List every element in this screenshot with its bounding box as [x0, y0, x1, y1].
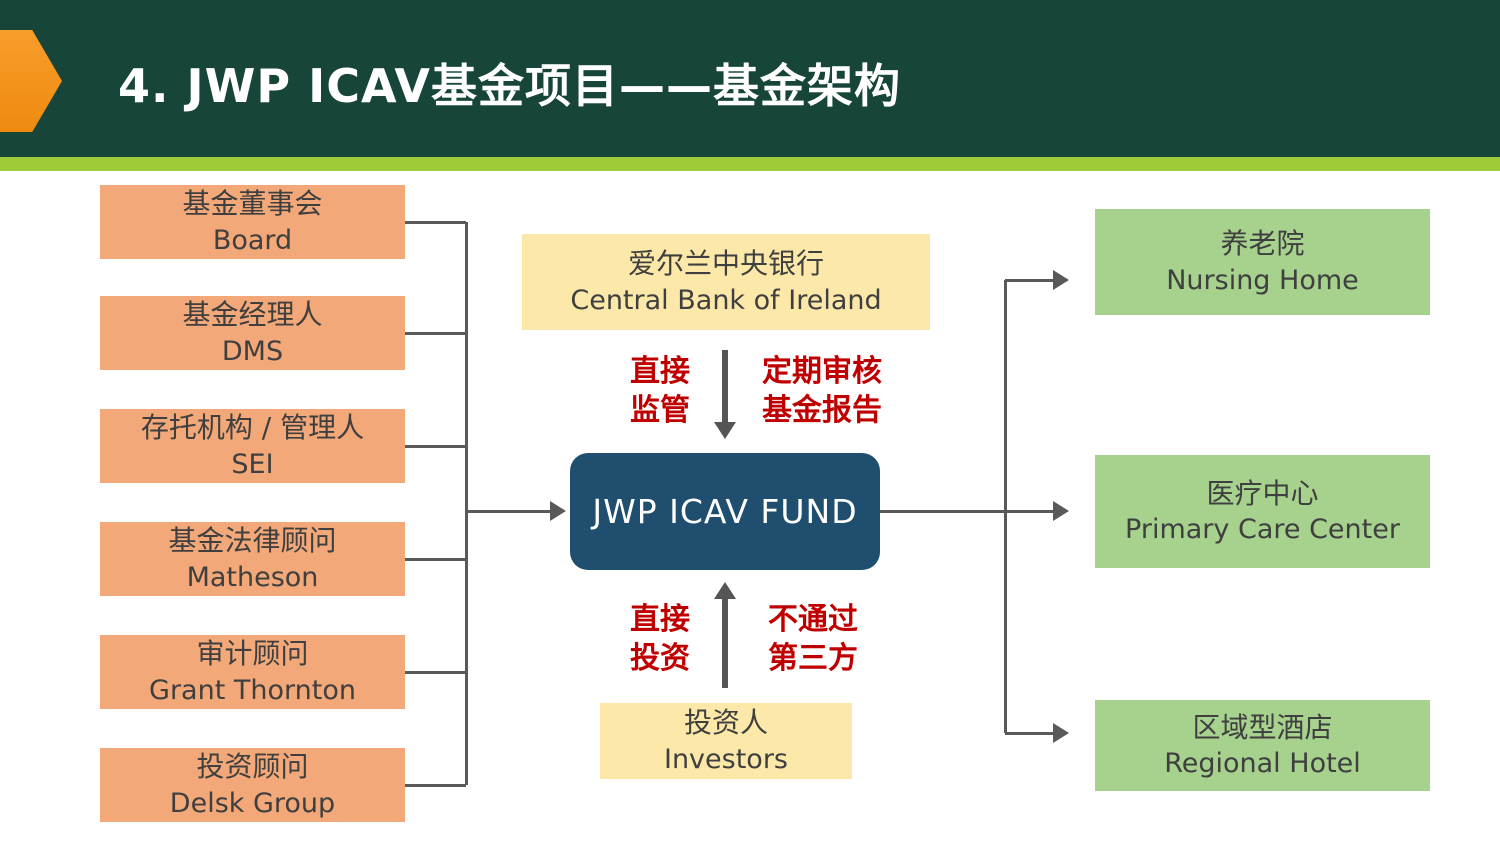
fund-box: JWP ICAV FUND: [570, 453, 880, 570]
regulator-box-cn: 爱尔兰中央银行: [627, 247, 824, 281]
label-direct-supervision: 直接 监管: [560, 352, 690, 430]
label-line: 投资: [630, 641, 690, 676]
connector-line: [1005, 510, 1055, 513]
left-box-board-en: Board: [212, 224, 293, 256]
label-line: 不通过: [768, 602, 858, 637]
arrow-into-fund-icon: [550, 501, 566, 521]
connector-line: [1004, 280, 1007, 733]
left-box-grant-thornton-cn: 审计顾问: [196, 637, 309, 671]
right-box-nursing-home-cn: 养老院: [1220, 227, 1305, 261]
label-line: 定期审核: [762, 354, 882, 389]
connector-line: [405, 558, 466, 561]
connector-line: [1005, 732, 1055, 735]
label-direct-investment: 直接 投资: [560, 600, 690, 678]
right-box-regional-hotel-cn: 区域型酒店: [1192, 710, 1333, 744]
left-box-dms-en: DMS: [221, 335, 284, 367]
left-box-grant-thornton-en: Grant Thornton: [149, 674, 356, 706]
investors-box-cn: 投资人: [683, 706, 768, 740]
right-box-regional-hotel: 区域型酒店 Regional Hotel: [1095, 700, 1430, 791]
regulator-box: 爱尔兰中央银行 Central Bank of Ireland: [522, 234, 930, 330]
arrow-to-regional-hotel-icon: [1053, 723, 1069, 743]
left-box-matheson-en: Matheson: [186, 561, 319, 593]
investors-box: 投资人 Investors: [600, 703, 852, 779]
left-box-matheson: 基金法律顾问 Matheson: [100, 522, 405, 596]
left-box-sei-en: SEI: [231, 448, 274, 480]
arrow-to-nursing-home-icon: [1053, 270, 1069, 290]
right-box-primary-care-center: 医疗中心 Primary Care Center: [1095, 455, 1430, 568]
connector-line: [465, 222, 468, 785]
label-line: 第三方: [768, 641, 858, 676]
left-box-board: 基金董事会 Board: [100, 185, 405, 259]
right-box-nursing-home-en: Nursing Home: [1166, 264, 1359, 296]
connector-line: [405, 221, 466, 224]
slide-header: [0, 0, 1500, 157]
connector-line: [880, 510, 1005, 513]
investment-arrow-up-icon: [714, 582, 736, 599]
arrow-to-primary-care-icon: [1053, 501, 1069, 521]
investors-box-en: Investors: [663, 743, 788, 775]
left-box-dms-cn: 基金经理人: [182, 298, 323, 332]
left-box-sei-cn: 存托机构 / 管理人: [140, 411, 365, 445]
left-box-delsk-group-cn: 投资顾问: [196, 750, 309, 784]
label-line: 直接: [630, 354, 690, 389]
left-box-matheson-cn: 基金法律顾问: [168, 524, 337, 558]
accent-stripe: [0, 157, 1500, 171]
label-line: 基金报告: [762, 393, 882, 428]
left-box-sei: 存托机构 / 管理人 SEI: [100, 409, 405, 483]
left-box-delsk-group-en: Delsk Group: [169, 787, 336, 819]
supervision-arrow-line: [722, 350, 728, 424]
connector-line: [405, 784, 466, 787]
right-box-primary-care-center-en: Primary Care Center: [1125, 514, 1400, 546]
connector-line: [405, 445, 466, 448]
right-box-primary-care-center-cn: 医疗中心: [1206, 476, 1319, 510]
connector-line: [405, 671, 466, 674]
left-box-delsk-group: 投资顾问 Delsk Group: [100, 748, 405, 822]
slide-title: 4. JWP ICAV基金项目——基金架构: [118, 59, 902, 113]
regulator-box-en: Central Bank of Ireland: [570, 284, 882, 316]
left-box-dms: 基金经理人 DMS: [100, 296, 405, 370]
investment-arrow-line: [722, 598, 728, 688]
connector-line: [1005, 279, 1055, 282]
right-box-nursing-home: 养老院 Nursing Home: [1095, 209, 1430, 315]
left-box-board-cn: 基金董事会: [182, 187, 323, 221]
label-no-third-party: 不通过 第三方: [768, 600, 858, 678]
left-box-grant-thornton: 审计顾问 Grant Thornton: [100, 635, 405, 709]
label-periodic-review: 定期审核 基金报告: [762, 352, 882, 430]
right-box-regional-hotel-en: Regional Hotel: [1164, 748, 1361, 780]
connector-line: [466, 510, 552, 513]
label-line: 监管: [630, 393, 690, 428]
connector-line: [405, 332, 466, 335]
label-line: 直接: [630, 602, 690, 637]
supervision-arrow-down-icon: [714, 422, 736, 439]
